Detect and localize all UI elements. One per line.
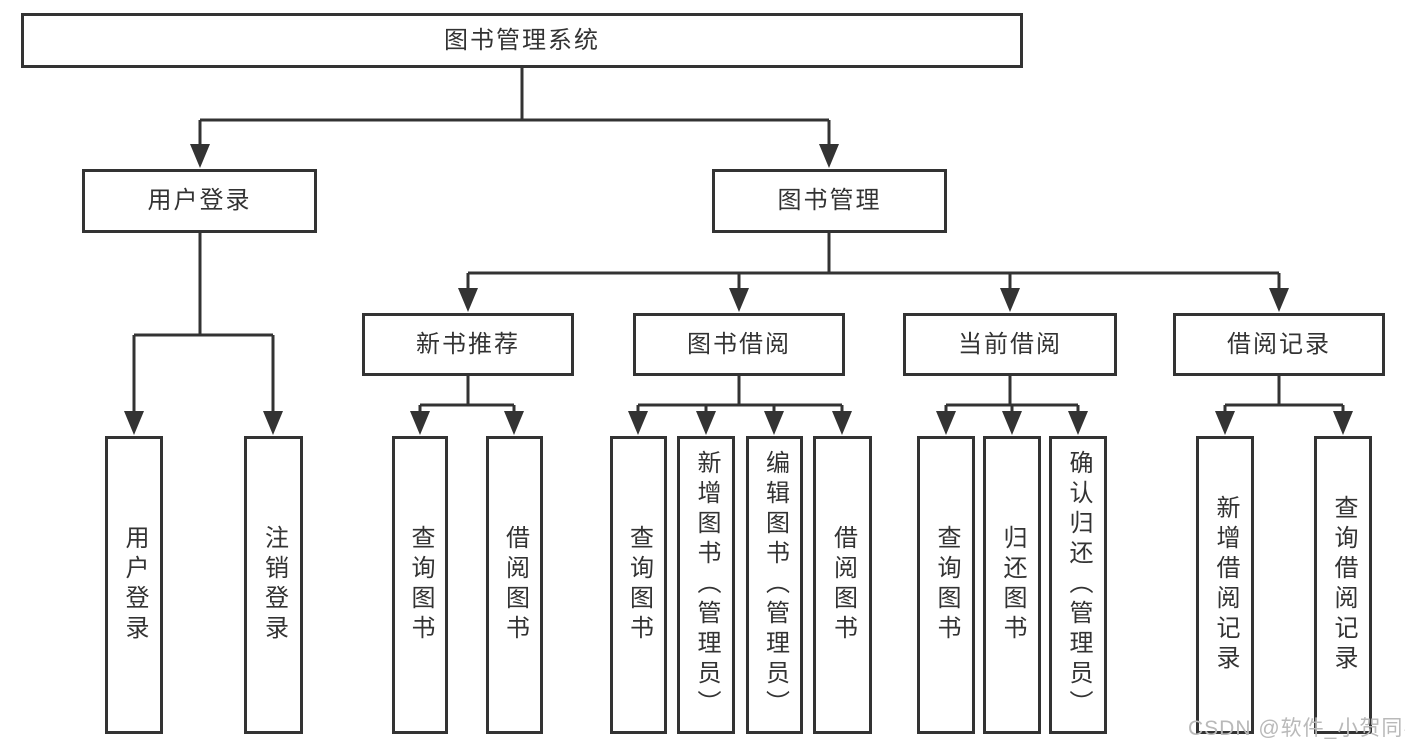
node-new-book-recommend: 新书推荐 [362, 313, 574, 376]
node-book-borrow: 图书借阅 [633, 313, 845, 376]
leaf-query-borrow-record: 查询借阅记录 [1314, 436, 1372, 734]
leaf-edit-book-admin: 编辑图书（管理员） [746, 436, 803, 734]
leaf-query-book-borrow: 查询图书 [610, 436, 667, 734]
leaf-confirm-return-admin: 确认归还（管理员） [1049, 436, 1107, 734]
leaf-borrow-book-recommend: 借阅图书 [486, 436, 543, 734]
leaf-user-login: 用户登录 [105, 436, 163, 734]
leaf-return-book: 归还图书 [983, 436, 1041, 734]
leaf-query-book-recommend: 查询图书 [392, 436, 448, 734]
node-current-borrow: 当前借阅 [903, 313, 1117, 376]
leaf-add-borrow-record: 新增借阅记录 [1196, 436, 1254, 734]
node-user-login: 用户登录 [82, 169, 317, 233]
leaf-borrow-book: 借阅图书 [813, 436, 872, 734]
leaf-query-book-current: 查询图书 [917, 436, 975, 734]
node-root: 图书管理系统 [21, 13, 1023, 68]
node-borrow-record: 借阅记录 [1173, 313, 1385, 376]
arrowheads [124, 144, 1353, 435]
leaf-add-book-admin: 新增图书（管理员） [677, 436, 735, 734]
leaf-logout: 注销登录 [244, 436, 303, 734]
node-book-management: 图书管理 [712, 169, 947, 233]
csdn-watermark: CSDN @软件_小贺同学 [1188, 717, 1405, 740]
